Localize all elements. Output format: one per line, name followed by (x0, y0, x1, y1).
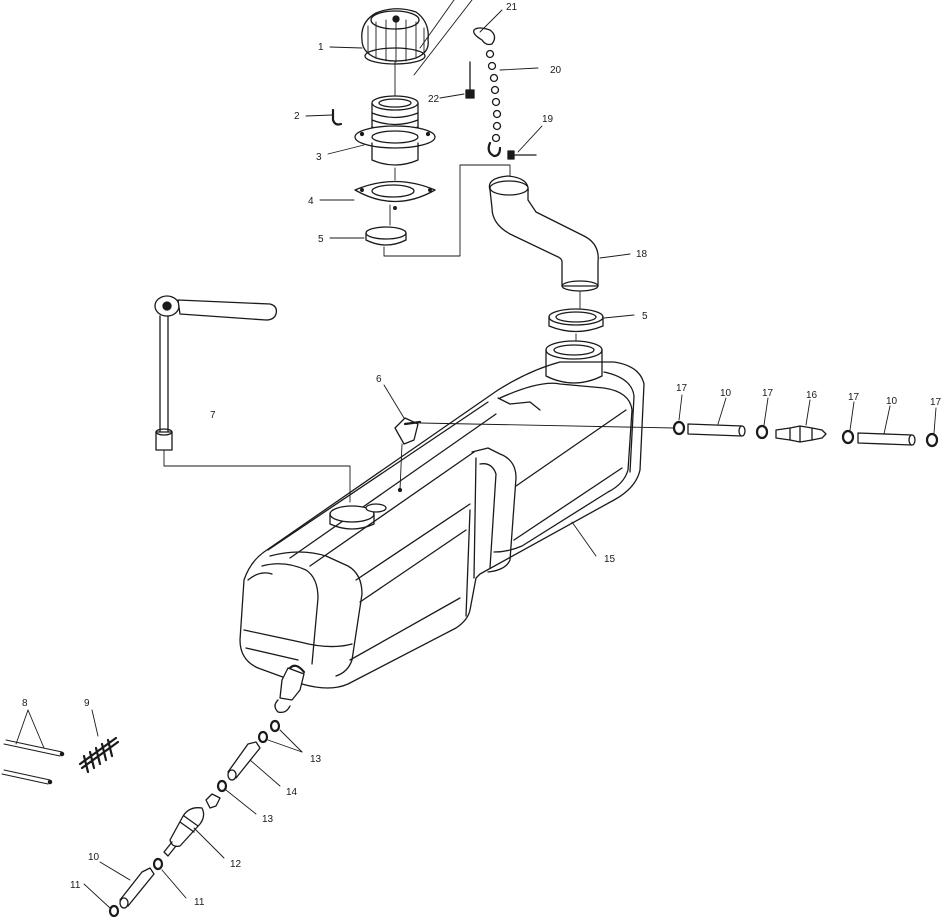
dipstick (154, 295, 278, 451)
callout-7: 7 (210, 410, 216, 421)
callout-3: 3 (316, 152, 322, 163)
rivet (507, 150, 537, 160)
callout-17-d: 17 (930, 397, 942, 408)
callout-11-left: 11 (70, 880, 81, 891)
callout-21: 21 (506, 2, 518, 13)
callout-11-right: 11 (194, 897, 205, 908)
filler-elbow-hose (488, 175, 599, 292)
hose-clips (1, 739, 65, 785)
callout-10-upper-left: 10 (720, 388, 732, 399)
callout-10-lower: 10 (88, 852, 100, 863)
callout-12: 12 (230, 859, 242, 870)
filler-neck (354, 95, 436, 166)
callout-17-b: 17 (762, 388, 774, 399)
drain-line-parts (108, 664, 306, 917)
callout-8: 8 (22, 698, 28, 709)
callout-22: 22 (428, 94, 440, 105)
spring (78, 736, 120, 774)
callout-9: 9 (84, 698, 90, 709)
callout-6: 6 (376, 374, 382, 385)
callout-10-upper-right: 10 (886, 396, 898, 407)
callout-15: 15 (604, 554, 616, 565)
callout-5-top: 5 (318, 234, 324, 245)
vent-elbow-fitting (394, 417, 422, 493)
gasket (354, 180, 436, 210)
tether-strap (473, 27, 502, 158)
vent-line-parts (672, 420, 939, 448)
callout-labels: 1 2 3 4 5 21 20 22 19 18 5 6 7 15 17 10 … (22, 2, 942, 908)
callout-4: 4 (308, 196, 314, 207)
callout-20: 20 (550, 65, 562, 76)
callout-14: 14 (286, 787, 298, 798)
retaining-screw (465, 61, 475, 99)
callout-18: 18 (636, 249, 648, 260)
clamp-upper (365, 226, 407, 246)
callout-13-lower: 13 (262, 814, 274, 825)
callout-17-a: 17 (676, 383, 688, 394)
callout-17-c: 17 (848, 392, 860, 403)
callout-16: 16 (806, 390, 818, 401)
callout-19: 19 (542, 114, 554, 125)
callout-5-right: 5 (642, 311, 648, 322)
filler-cap (361, 8, 429, 65)
callout-1: 1 (318, 42, 324, 53)
clamp-upper-right (548, 308, 604, 333)
callout-13-upper: 13 (310, 754, 322, 765)
oil-tank (239, 340, 645, 689)
callout-2: 2 (294, 111, 300, 122)
screw-small (331, 108, 343, 126)
leader-lines (15, 0, 937, 909)
